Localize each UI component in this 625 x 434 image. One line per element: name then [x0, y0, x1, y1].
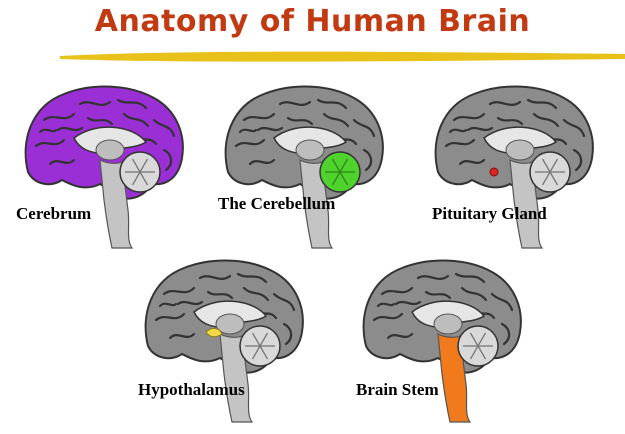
gyrus-line: [242, 112, 276, 122]
gyrus-line: [372, 312, 404, 322]
brain-stem-brain-illustration: [362, 259, 522, 423]
gyrus-line: [526, 98, 558, 110]
thalamus: [95, 139, 125, 161]
pituitary-gland-region: [489, 167, 499, 177]
gyrus-line: [394, 300, 422, 306]
page-title: Anatomy of Human Brain: [94, 4, 531, 39]
cerebellum-brain-illustration: [224, 85, 384, 249]
cerebrum-panel: Cerebrum: [14, 80, 214, 250]
hypothalamus-label: Hypothalamus: [138, 380, 245, 399]
cerebellum-fold: [331, 171, 341, 186]
cerebellum-fold: [259, 332, 269, 347]
gyrus-line: [162, 286, 196, 296]
gyrus-line: [168, 332, 196, 340]
gyrus-line: [248, 158, 276, 166]
cerebellum-fold: [339, 158, 349, 173]
gyrus-line: [452, 112, 486, 122]
gyrus-line: [444, 138, 476, 148]
gyrus-line: [352, 118, 376, 138]
gyrus-line: [278, 100, 312, 106]
gyrus-line: [454, 272, 486, 284]
gyrus-line: [242, 286, 270, 302]
hypothalamus-region: [205, 327, 223, 338]
gyrus-line: [42, 112, 76, 122]
cerebrum-label: Cerebrum: [16, 204, 92, 223]
gyrus-line: [78, 100, 112, 106]
gyrus-line: [386, 332, 414, 340]
gyrus-line: [572, 148, 583, 172]
gyrus-line: [198, 274, 232, 280]
cerebellum-fold: [331, 158, 341, 173]
gyrus-line: [122, 112, 150, 128]
pituitary-gland-brain-illustration: [434, 85, 594, 249]
cerebrum-brain-illustration: [24, 85, 184, 249]
gyrus-line: [282, 322, 293, 346]
cerebellum-fold: [251, 332, 261, 347]
cerebellum-fold: [477, 332, 487, 347]
cerebellum-fold: [139, 158, 149, 173]
gyrus-line: [154, 312, 186, 322]
gyrus-line: [490, 292, 514, 312]
gyrus-line: [322, 112, 350, 128]
gyrus-line: [488, 100, 522, 106]
gyrus-line: [158, 302, 178, 308]
gyrus-line: [38, 128, 58, 134]
gyrus-line: [424, 290, 452, 300]
gyrus-line: [532, 112, 560, 128]
cerebellum-fold: [259, 345, 269, 360]
gyrus-line: [236, 272, 268, 284]
gyrus-line: [176, 300, 204, 306]
gyrus-line: [380, 286, 414, 296]
cerebellum-fold: [139, 171, 149, 186]
cerebellum-fold: [131, 171, 141, 186]
cerebellum-fold: [131, 158, 141, 173]
cerebellum-fold: [549, 158, 559, 173]
gyrus-line: [466, 126, 494, 132]
pituitary-gland-panel: Pituitary Gland: [424, 80, 624, 250]
brain-stem-panel: Brain Stem: [352, 254, 552, 434]
cerebellum-fold: [251, 345, 261, 360]
gyrus-line: [48, 158, 76, 166]
cerebellum-fold: [469, 345, 479, 360]
gyrus-line: [206, 290, 234, 300]
cerebellum-fold: [339, 171, 349, 186]
gyrus-line: [238, 128, 258, 134]
gyrus-line: [362, 148, 373, 172]
thalamus: [433, 313, 463, 335]
gyrus-line: [316, 98, 348, 110]
gyrus-line: [460, 286, 488, 302]
cerebellum-fold: [541, 158, 551, 173]
gyrus-line: [500, 322, 511, 346]
gyrus-line: [234, 138, 266, 148]
cerebellum-fold: [549, 171, 559, 186]
gyrus-line: [56, 126, 84, 132]
gyrus-line: [448, 128, 468, 134]
gyrus-line: [376, 302, 396, 308]
gyrus-line: [272, 292, 296, 312]
brain-stem-label: Brain Stem: [356, 380, 439, 399]
hypothalamus-panel: Hypothalamus: [134, 254, 334, 434]
hypothalamus-brain-illustration: [144, 259, 304, 423]
thalamus: [215, 313, 245, 335]
cerebellum-fold: [469, 332, 479, 347]
cerebellum-fold: [541, 171, 551, 186]
thalamus: [505, 139, 535, 161]
gyrus-line: [86, 116, 114, 126]
gyrus-line: [116, 98, 148, 110]
gyrus-line: [152, 118, 176, 138]
gyrus-line: [34, 138, 66, 148]
pituitary-gland-label: Pituitary Gland: [432, 204, 547, 223]
gyrus-line: [562, 118, 586, 138]
gyrus-line: [256, 126, 284, 132]
gyrus-line: [162, 148, 173, 172]
title-underline: [60, 51, 625, 62]
cerebellum-panel: The Cerebellum: [214, 80, 394, 250]
gyrus-line: [416, 274, 450, 280]
cerebellum-label: The Cerebellum: [218, 194, 336, 213]
gyrus-line: [458, 158, 486, 166]
gyrus-line: [496, 116, 524, 126]
thalamus: [295, 139, 325, 161]
cerebellum-fold: [477, 345, 487, 360]
gyrus-line: [286, 116, 314, 126]
